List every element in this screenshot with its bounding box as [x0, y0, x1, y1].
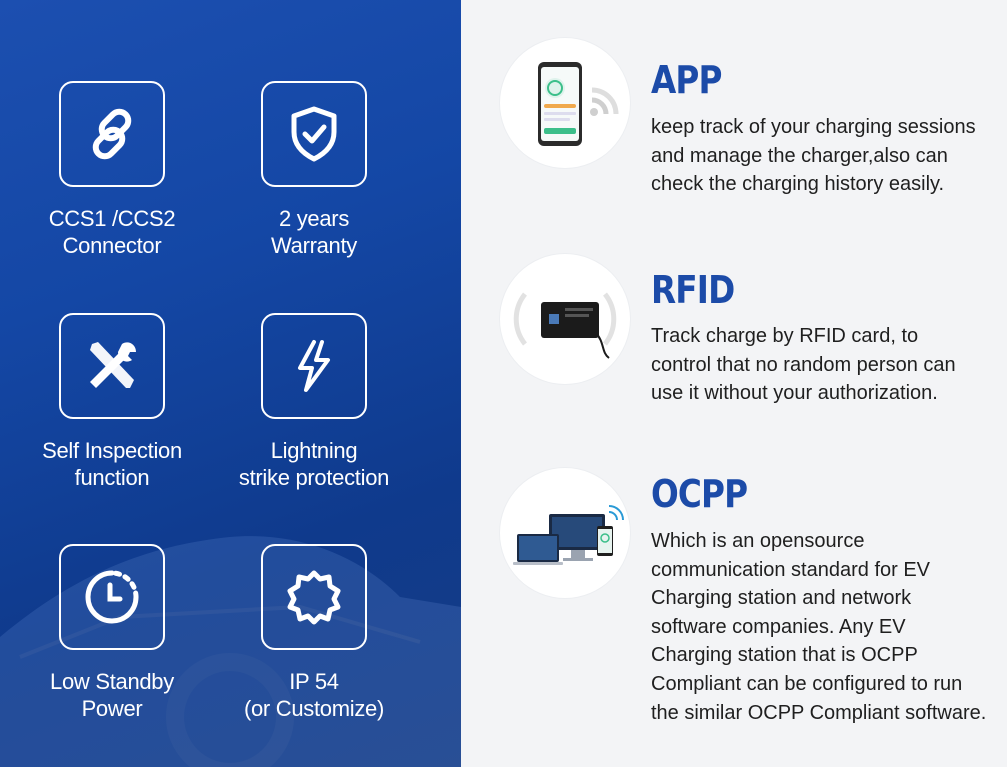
feature-icon-box	[59, 81, 165, 187]
feature-standby: Low Standby Power	[12, 544, 212, 722]
feature-label-line1: Self Inspection	[42, 438, 182, 463]
clock-icon	[85, 570, 139, 624]
ocpp-title: OCPP	[651, 472, 748, 516]
feature-ip54: IP 54 (or Customize)	[214, 544, 414, 722]
ocpp-description-line: Compliant can be configured to run	[651, 672, 963, 695]
lightning-icon	[298, 340, 330, 392]
ocpp-description-line: Which is an opensource	[651, 530, 865, 552]
feature-label: Lightning strike protection	[214, 437, 414, 491]
devices-icon	[513, 505, 624, 565]
rfid-illustration	[500, 254, 630, 384]
feature-icon-box	[261, 313, 367, 419]
link-icon	[92, 108, 132, 160]
tools-icon	[90, 342, 136, 388]
feature-label: Low Standby Power	[12, 668, 212, 722]
feature-label-line1: 2 years	[278, 206, 350, 231]
feature-label: IP 54 (or Customize)	[214, 668, 414, 722]
phone-wifi-icon	[538, 62, 619, 146]
ocpp-description-line: Charging station that is OCPP	[651, 644, 918, 667]
feature-label-line1: CCS1 /CCS2	[48, 206, 176, 231]
feature-label-line1: Low Standby	[50, 669, 174, 694]
ocpp-illustration	[500, 468, 630, 598]
feature-connector: CCS1 /CCS2 Connector	[12, 81, 212, 259]
app-description-line: keep track of your charging sessions	[651, 116, 976, 138]
feature-label-line2: (or Customize)	[243, 696, 385, 721]
shield-check-icon	[291, 106, 337, 162]
ocpp-description-line: Charging station and network	[651, 587, 912, 610]
features-panel: CCS1 /CCS2 Connector 2 years Warranty Se…	[0, 0, 461, 767]
feature-lightning: Lightning strike protection	[214, 313, 414, 491]
feature-label: CCS1 /CCS2 Connector	[12, 205, 212, 259]
feature-self-inspection: Self Inspection function	[12, 313, 212, 491]
feature-label-line2: Power	[81, 696, 143, 721]
rfid-description-line: control that no random person can	[651, 353, 956, 376]
app-description: keep track of your charging sessions and…	[651, 113, 1001, 199]
app-description-line: check the charging history easily.	[651, 173, 945, 196]
feature-label-line1: IP 54	[289, 669, 339, 694]
ocpp-description-line: communication standard for EV	[651, 558, 931, 581]
feature-icon-box	[261, 544, 367, 650]
feature-warranty: 2 years Warranty	[214, 81, 414, 259]
app-illustration	[500, 38, 630, 168]
feature-label: 2 years Warranty	[214, 205, 414, 259]
rfid-title: RFID	[651, 268, 735, 312]
feature-label: Self Inspection function	[12, 437, 212, 491]
feature-icon-box	[59, 313, 165, 419]
car-silhouette	[0, 536, 461, 767]
rfid-description: Track charge by RFID card, to control th…	[651, 322, 1001, 408]
rfid-description-line: use it without your authorization.	[651, 382, 938, 405]
app-title: APP	[651, 58, 722, 102]
gear-icon	[287, 570, 341, 625]
app-description-line: and manage the charger,also can	[651, 144, 948, 167]
details-panel: APP keep track of your charging sessions…	[461, 0, 1007, 767]
feature-label-line2: strike protection	[238, 465, 390, 490]
feature-label-line2: function	[74, 465, 150, 490]
ocpp-description-line: the similar OCPP Compliant software.	[651, 701, 987, 724]
feature-label-line1: Lightning	[270, 438, 358, 463]
feature-label-line2: Connector	[62, 233, 162, 258]
feature-label-line2: Warranty	[270, 233, 358, 258]
ocpp-description-line: software companies. Any EV	[651, 615, 906, 638]
rfid-card-icon	[513, 292, 617, 359]
rfid-description-line: Track charge by RFID card, to	[651, 325, 919, 347]
feature-icon-box	[59, 544, 165, 650]
ocpp-description: Which is an opensource communication sta…	[651, 527, 1001, 727]
feature-icon-box	[261, 81, 367, 187]
